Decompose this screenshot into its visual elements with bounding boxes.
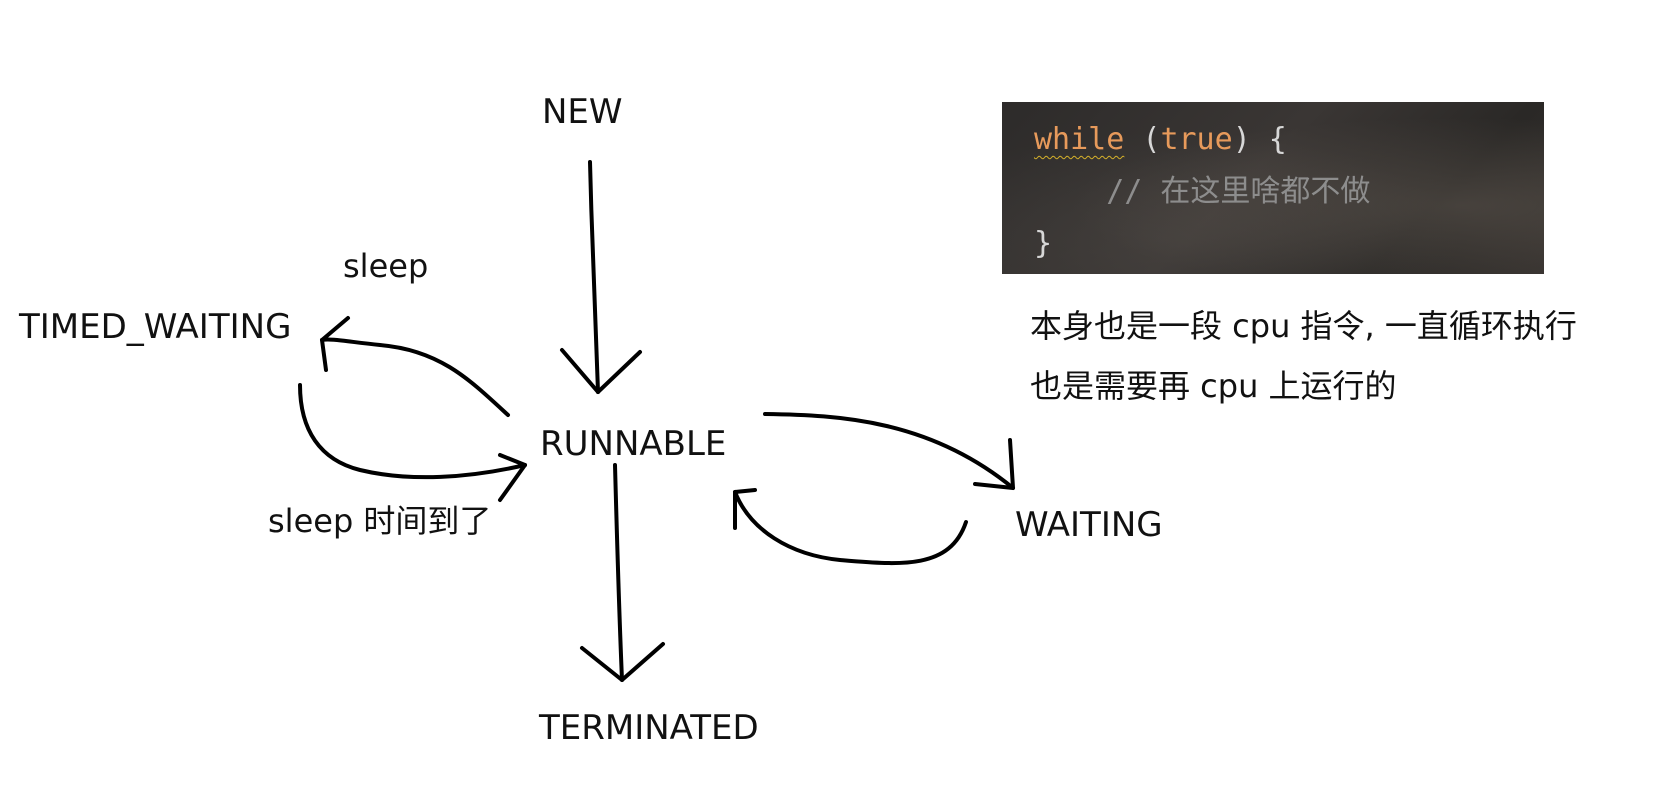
code-line-1: while (true) { [1034,114,1544,166]
arrowhead-runnable-to-waiting [973,438,1015,490]
state-terminated: TERMINATED [539,708,759,748]
arrow-waiting-to-runnable [733,490,968,566]
arrowhead-runnable-to-terminated [580,642,665,682]
code-line-3: } [1034,218,1544,270]
code-snippet-panel: while (true) { // 在这里啥都不做 } [1002,102,1544,274]
code-comment: // 在这里啥都不做 [1106,174,1371,209]
state-runnable: RUNNABLE [540,424,727,464]
code-close-brace: } [1034,226,1053,261]
code-indent [1034,174,1106,209]
note-line-2: 也是需要再 cpu 上运行的 [1030,367,1397,405]
code-line-2: // 在这里啥都不做 [1034,166,1544,218]
arrow-timed-waiting-to-runnable [298,383,527,480]
state-new: NEW [542,92,623,132]
arrow-runnable-to-terminated [613,463,624,682]
arrowhead-waiting-to-runnable [733,488,757,530]
transition-sleep-done-label: sleep 时间到了 [268,502,492,540]
transition-sleep-label: sleep [343,247,429,285]
state-timed-waiting: TIMED_WAITING [19,307,292,347]
code-keyword: while [1034,122,1125,157]
code-paren-close: ) { [1232,122,1287,157]
arrow-runnable-to-timed-waiting [320,337,510,417]
code-paren-open: ( [1124,122,1161,157]
note-line-1: 本身也是一段 cpu 指令, 一直循环执行 [1030,307,1577,345]
arrow-new-to-runnable [588,160,600,394]
arrowhead-runnable-to-timed-waiting [320,316,350,372]
arrow-runnable-to-waiting [763,412,1015,490]
arrowhead-timed-waiting-to-runnable [498,453,527,502]
state-waiting: WAITING [1015,505,1163,545]
arrowhead-new-to-runnable [560,348,642,394]
code-literal: true [1160,122,1233,157]
